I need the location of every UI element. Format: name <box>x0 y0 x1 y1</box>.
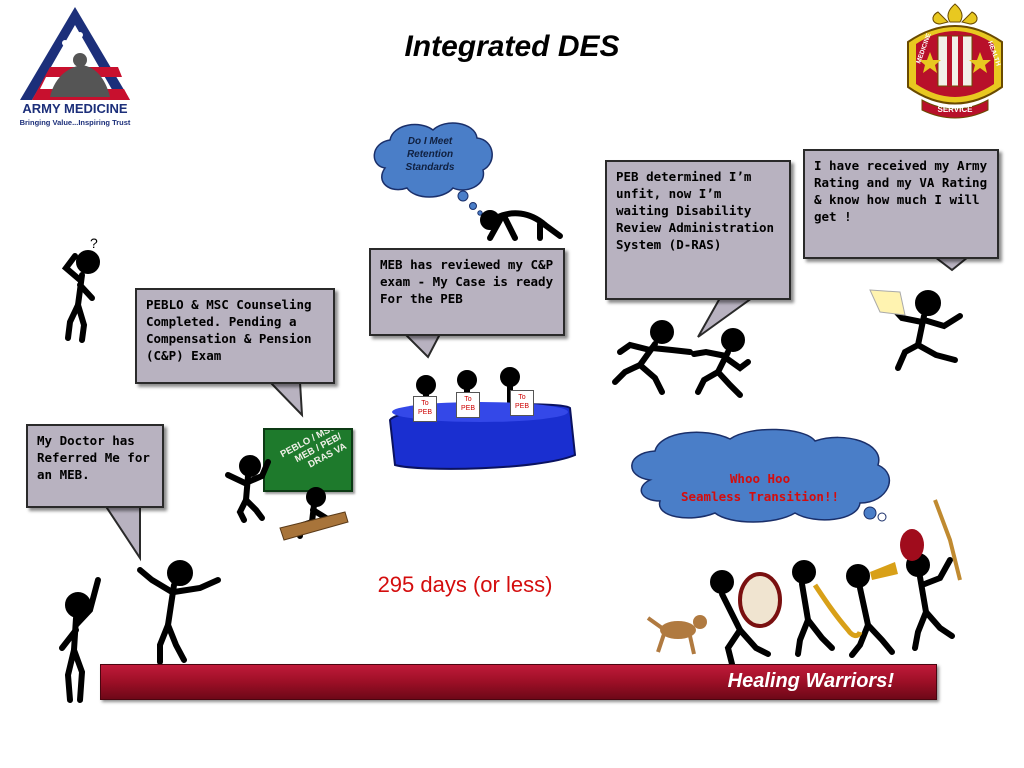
army-medicine-emblem-icon: ARMY MEDICINE Bringing Value...Inspiring… <box>20 7 131 127</box>
whoo-hoo-line1: Whoo Hoo <box>729 471 791 486</box>
rating-received-callout: I have received my Army Rating and my VA… <box>803 149 999 259</box>
whoo-hoo-text: Whoo Hoo Seamless Transition!! <box>640 470 880 506</box>
whoo-hoo-line2: Seamless Transition!! <box>680 489 840 504</box>
teacher-figure-icon <box>225 455 271 523</box>
footer-text: Healing Warriors! <box>727 670 894 692</box>
drum-icon <box>738 572 782 628</box>
to-peb-sign: To PEB <box>413 396 437 422</box>
pointing-figure-icon <box>59 577 101 703</box>
page-title: Integrated DES <box>404 30 620 63</box>
to-peb-sign: To PEB <box>456 392 480 418</box>
trombone-icon <box>812 583 863 639</box>
band-figures-icon <box>710 553 955 667</box>
confused-figure-icon <box>61 250 100 343</box>
chalkboard: PEBLO / MSC MEB / PEB/ DRAS VA <box>263 428 353 492</box>
medical-service-crest: MEDICINE HEALTH SERVICE <box>900 2 1010 120</box>
question-mark-icon: ? <box>90 235 98 251</box>
paper-icon <box>869 289 906 316</box>
doctor-referral-callout: My Doctor has Referred Me for an MEB. <box>26 424 164 508</box>
to-peb-sign: To PEB <box>510 390 534 416</box>
hat-icon <box>900 529 924 561</box>
running-figures-icon <box>612 320 751 398</box>
crest-service: SERVICE <box>938 105 974 114</box>
logo-name: ARMY MEDICINE <box>22 101 128 116</box>
peblo-counseling-callout: PEBLO & MSC Counseling Completed. Pendin… <box>135 288 335 384</box>
crawling-figure-icon <box>480 210 563 241</box>
crest-icon: MEDICINE HEALTH SERVICE <box>907 3 1003 119</box>
retention-thought-cloud <box>373 122 493 216</box>
meb-review-callout: MEB has reviewed my C&P exam - My Case i… <box>369 248 565 336</box>
peb-determination-callout: PEB determined I’m unfit, now I’m waitin… <box>605 160 791 300</box>
bench-icon <box>279 511 349 541</box>
logo-tagline: Bringing Value...Inspiring Trust <box>20 118 131 127</box>
duration-label: 295 days (or less) <box>377 572 553 597</box>
trumpet-icon <box>870 562 898 580</box>
footer-bar <box>100 664 937 700</box>
whoo-hoo-thought-cloud <box>631 428 890 523</box>
baton-icon <box>933 499 962 581</box>
shocked-figure-icon <box>137 560 221 665</box>
army-medicine-logo: ARMY MEDICINE Bringing Value...Inspiring… <box>10 5 140 130</box>
dog-icon <box>660 621 696 639</box>
retention-thought-text: Do I Meet Retention Standards <box>405 136 455 173</box>
joyful-figure-icon <box>887 290 963 371</box>
